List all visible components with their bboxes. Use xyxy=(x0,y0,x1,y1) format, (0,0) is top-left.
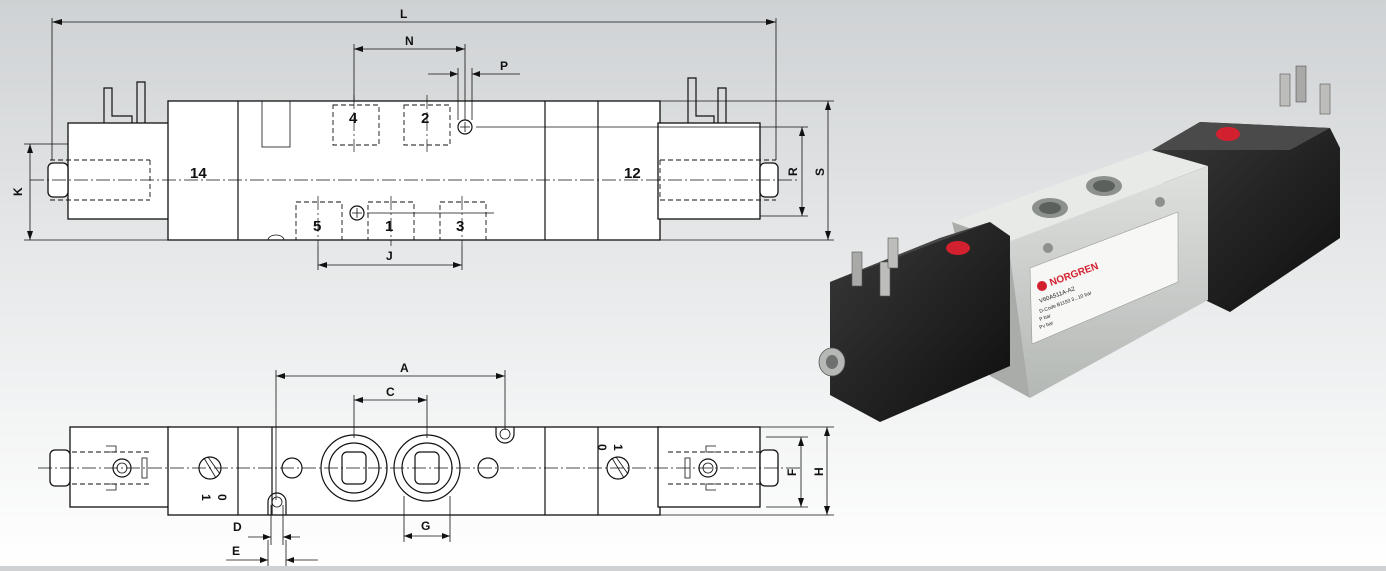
dim-label-J: J xyxy=(386,249,393,263)
bottom-view: 1 0 1 0 A C xyxy=(38,361,834,566)
dim-label-G: G xyxy=(421,519,430,533)
dim-label-N: N xyxy=(405,34,414,48)
port-label-3: 3 xyxy=(456,218,464,235)
left-solenoid-outline xyxy=(67,122,171,220)
dim-label-R: R xyxy=(786,167,800,176)
dim-label-E: E xyxy=(232,544,240,558)
valve-body-outline xyxy=(167,100,661,241)
port-4-bore xyxy=(332,104,380,146)
top-view: L N P K R S J xyxy=(11,7,834,270)
product-photo: NORGREN V60A511A-A2 D-Code B1193 3...10 … xyxy=(818,65,1340,422)
port-label-1: 1 xyxy=(385,218,393,235)
right-solenoid-outline xyxy=(657,122,761,220)
override-right-off: 0 xyxy=(595,444,609,451)
left-pin-b xyxy=(136,81,146,123)
port-5-bore xyxy=(295,201,343,241)
override-left-off: 0 xyxy=(215,494,229,501)
dim-label-K: K xyxy=(11,187,25,196)
bottom-mounting-hole xyxy=(349,205,365,221)
port-label-4: 4 xyxy=(349,110,358,127)
photo-left-solenoid xyxy=(830,222,1010,422)
dim-label-P: P xyxy=(500,59,508,73)
dim-label-A: A xyxy=(400,361,409,375)
dim-label-L: L xyxy=(400,7,407,21)
dim-label-H: H xyxy=(812,467,826,476)
plan-right-solenoid xyxy=(657,426,761,508)
plan-left-solenoid xyxy=(69,426,171,508)
plan-valve-body xyxy=(167,426,661,516)
right-pin-a xyxy=(687,77,715,123)
right-pin-b xyxy=(717,87,727,123)
photo-override-right xyxy=(1216,127,1240,141)
photo-override-left xyxy=(946,241,970,255)
photo-body-top xyxy=(952,150,1208,242)
dim-label-S: S xyxy=(813,168,827,176)
plan-override-right xyxy=(606,456,630,480)
port-label-5: 5 xyxy=(313,218,321,235)
photo-label xyxy=(1029,211,1179,345)
dim-label-F: F xyxy=(785,469,799,476)
body-plate xyxy=(261,100,291,148)
left-pin-a xyxy=(103,87,133,123)
dim-label-D: D xyxy=(233,520,242,534)
port-label-2: 2 xyxy=(421,110,429,127)
photo-line-3: Pv bar xyxy=(1039,320,1055,331)
port-3-bore xyxy=(439,201,487,241)
dim-label-C: C xyxy=(386,385,395,399)
override-right-on: 1 xyxy=(611,444,625,451)
port-label-14: 14 xyxy=(190,165,207,182)
plan-override-left xyxy=(198,456,222,480)
override-left-on: 1 xyxy=(199,494,213,501)
photo-line-2: P bar xyxy=(1039,313,1053,323)
port-label-12: 12 xyxy=(624,165,641,182)
